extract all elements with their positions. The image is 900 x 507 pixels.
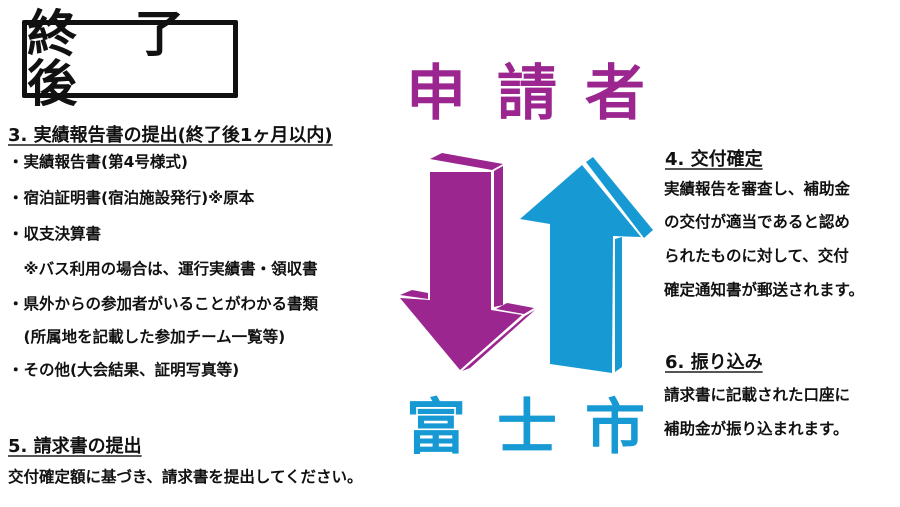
city-char: 富	[406, 393, 466, 463]
section3-item: ・宿泊証明書(宿泊施設発行)※原本	[8, 189, 255, 207]
section4-line: の交付が適当であると認め	[664, 213, 850, 231]
applicant-char: 者	[585, 59, 645, 129]
applicant-char: 申	[406, 59, 466, 129]
title-box: 終 了 後	[22, 9, 238, 109]
city-char: 士	[497, 393, 557, 463]
section6-line: 補助金が振り込まれます。	[664, 420, 849, 438]
section5-text: 交付確定額に基づき、請求書を提出してください。	[8, 468, 363, 486]
section3-item: ・その他(大会結果、証明写真等)	[8, 361, 240, 379]
section6-line: 請求書に記載された口座に	[664, 386, 851, 404]
applicant-label: 申 請 者	[0, 64, 900, 128]
section4-line: 確定通知書が郵送されます。	[664, 281, 864, 299]
section6-heading: 6. 振り込み	[665, 352, 763, 373]
title-label: 終 了 後	[27, 5, 205, 113]
city-label: 富 士 市	[0, 398, 900, 462]
section4-line: られたものに対して、交付	[664, 247, 849, 265]
city-char: 市	[585, 393, 645, 463]
applicant-char: 請	[497, 59, 557, 129]
section4-line: 実績報告を審査し、補助金	[664, 180, 851, 198]
up-arrow-icon	[520, 157, 653, 373]
section3-item: ・収支決算書	[8, 225, 102, 243]
section3-item: ・実績報告書(第4号様式)	[8, 153, 188, 171]
section3-item: ・県外からの参加者がいることがわかる書類	[8, 295, 319, 313]
section3-heading: 3. 実績報告書の提出(終了後1ヶ月以内)	[8, 125, 333, 146]
section5-heading: 5. 請求書の提出	[8, 436, 142, 457]
section3-item: ※バス利用の場合は、運行実績書・領収書	[8, 260, 318, 278]
section4-heading: 4. 交付確定	[665, 149, 763, 170]
down-arrow-icon	[400, 153, 535, 371]
section3-item: (所属地を記載した参加チーム一覧等)	[8, 328, 286, 346]
